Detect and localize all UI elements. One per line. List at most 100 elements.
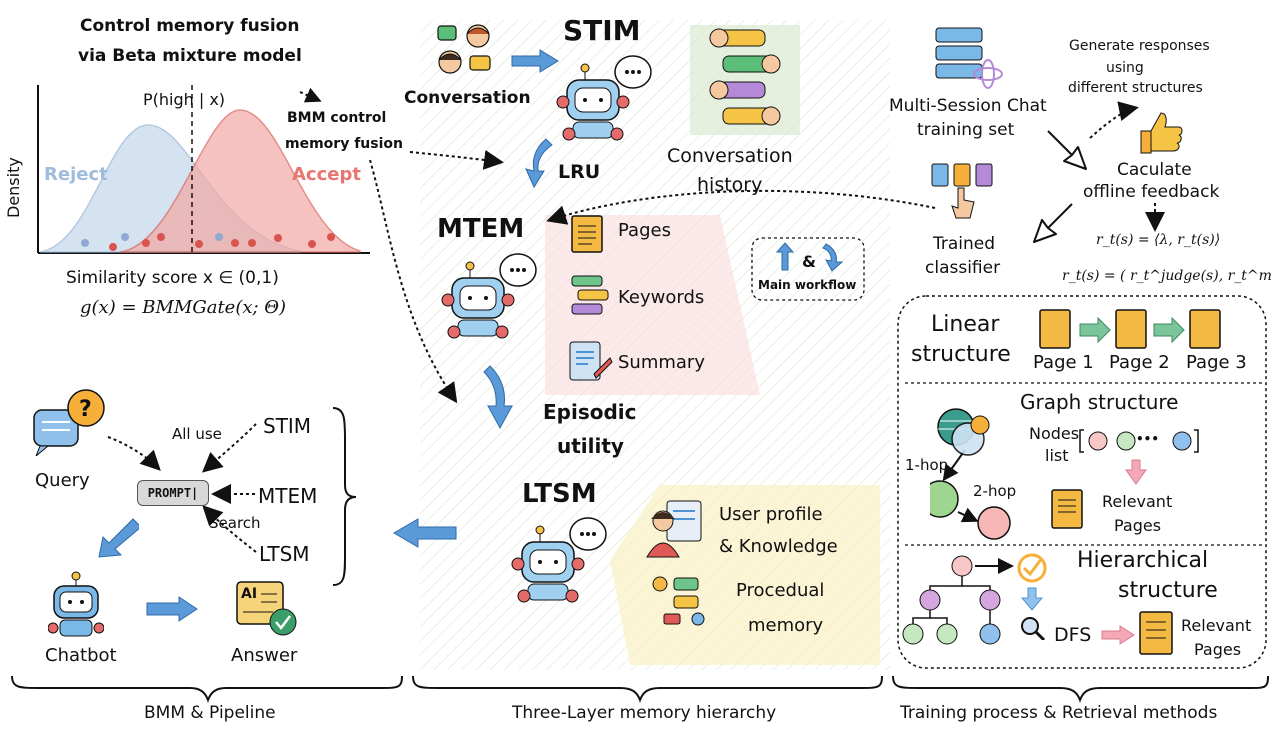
training-set-icon — [935, 27, 1003, 89]
pink-down-arrow — [1125, 459, 1147, 485]
page-1: Page 1 — [1033, 352, 1094, 373]
answer-label: Answer — [231, 645, 298, 666]
generate-1: Generate responses — [1069, 38, 1210, 54]
reject-label: Reject — [44, 164, 108, 185]
linear-1: Linear — [931, 312, 1000, 337]
nodes-1: Nodes — [1029, 424, 1080, 443]
multi-session-1: Multi-Session Chat — [889, 96, 1047, 116]
linear-2: structure — [911, 342, 1011, 367]
chatbot-label: Chatbot — [45, 645, 117, 666]
graph-title: Graph structure — [1020, 390, 1179, 414]
query-label: Query — [35, 470, 90, 491]
chatbot-to-answer-arrow — [146, 596, 198, 622]
episodic-1: Episodic — [543, 400, 637, 424]
generate-3: different structures — [1068, 80, 1203, 96]
summary-icon — [569, 341, 613, 381]
ltsm-title: LTSM — [522, 479, 597, 509]
graph-relevant-pages-icon — [1051, 489, 1083, 529]
page-3: Page 3 — [1186, 352, 1247, 373]
summary-label: Summary — [618, 352, 705, 373]
all-use-label: All use — [172, 425, 222, 443]
procedural-icon — [652, 576, 705, 626]
pages-icon — [571, 215, 603, 253]
query-icon: ? — [33, 389, 105, 456]
stim-title: STIM — [563, 14, 641, 47]
relevant-1: Relevant — [1102, 492, 1173, 511]
blue-arrow-right — [511, 49, 559, 73]
legend-amp: & — [802, 252, 816, 271]
one-hop-label: 1-hop — [905, 456, 949, 474]
search-label: Search — [209, 514, 261, 532]
check-search-icons — [1017, 553, 1047, 640]
episodic-arrow — [483, 365, 513, 430]
dfs-arrow — [1101, 625, 1135, 645]
answer-icon-text: AI — [241, 586, 258, 602]
hier-relevant-pages-icon — [1139, 611, 1173, 655]
ltsm-to-pipeline-arrow — [393, 518, 457, 548]
section-middle-caption: Three-Layer memory hierarchy — [512, 703, 777, 723]
bmm-title-2: via Beta mixture model — [78, 46, 302, 66]
y-axis-label: Density — [4, 157, 23, 218]
hier-1: Hierarchical — [1077, 548, 1209, 573]
section-right-caption: Training process & Retrieval methods — [900, 703, 1218, 723]
conversation-history-1: Conversation — [667, 145, 793, 167]
relevant-2: Pages — [1114, 516, 1162, 535]
keywords-icon — [571, 275, 609, 315]
pipeline-ltsm: LTSM — [259, 542, 310, 566]
hollow-arrow-1 — [1047, 130, 1087, 170]
pipeline-stim: STIM — [263, 414, 312, 438]
trained-1: Trained — [933, 234, 996, 254]
classifier-icon — [931, 163, 993, 219]
two-hop-label: 2-hop — [973, 482, 1017, 500]
calculate-1: Caculate — [1117, 160, 1192, 180]
bmm-title-1: Control memory fusion — [80, 16, 300, 36]
answer-icon: AI — [235, 580, 301, 640]
linear-pages-row — [1039, 309, 1221, 349]
accept-label: Accept — [292, 164, 361, 185]
page-2: Page 2 — [1109, 352, 1170, 373]
bmm-density-chart — [37, 85, 370, 254]
conversation-history-2: history — [697, 174, 763, 196]
keywords-label: Keywords — [618, 287, 705, 308]
dfs-label: DFS — [1054, 624, 1092, 646]
nodes-2: list — [1045, 446, 1069, 465]
workflow-legend-arrows — [775, 242, 844, 272]
episodic-2: utility — [557, 434, 624, 458]
conversation-history-icon — [705, 22, 785, 132]
generate-2: using — [1106, 60, 1144, 76]
stim-robot-icon — [555, 50, 655, 145]
nodes-ellipsis: ••• — [1136, 432, 1160, 446]
user-profile-1: User profile — [719, 504, 823, 525]
prompt-box: PROMPT| — [137, 480, 209, 506]
multi-session-2: training set — [917, 120, 1015, 140]
fusion-label-1: BMM control — [287, 110, 387, 126]
mtem-robot-icon — [440, 248, 540, 343]
main-workflow-label: Main workflow — [758, 278, 857, 292]
tree-nodes — [902, 555, 1001, 645]
formula-2: r_t(s) = ( r_t^judge(s), r_t^mem(s) ) — [1062, 268, 1272, 284]
pages-label: Pages — [618, 220, 671, 241]
fusion-label-2: memory fusion — [285, 136, 403, 152]
chatbot-icon — [47, 570, 105, 640]
user-profile-2: & Knowledge — [719, 536, 838, 557]
procedural-2: memory — [748, 615, 824, 636]
pipeline-mtem: MTEM — [258, 484, 318, 508]
relevant2-2: Pages — [1194, 640, 1242, 659]
lru-label: LRU — [558, 161, 601, 183]
x-axis-label: Similarity score x ∈ (0,1) — [66, 268, 279, 288]
calculate-2: offline feedback — [1083, 182, 1220, 202]
conversation-icon — [436, 22, 496, 78]
lru-arrow — [525, 138, 553, 189]
graph-nodes — [930, 408, 1011, 540]
nodes-list-icon — [1079, 429, 1199, 453]
section-left-caption: BMM & Pipeline — [144, 703, 276, 723]
query-to-chatbot-arrow — [98, 518, 139, 558]
formula-1: r_t(s) = ⟨λ, r_t(s)⟩ — [1096, 232, 1221, 248]
mtem-title: MTEM — [437, 214, 525, 244]
ltsm-robot-icon — [510, 512, 610, 607]
relevant2-1: Relevant — [1181, 616, 1252, 635]
hier-2: structure — [1118, 578, 1218, 603]
procedural-1: Procedual — [736, 580, 825, 601]
trained-2: classifier — [925, 258, 1001, 278]
conversation-label: Conversation — [404, 88, 531, 108]
